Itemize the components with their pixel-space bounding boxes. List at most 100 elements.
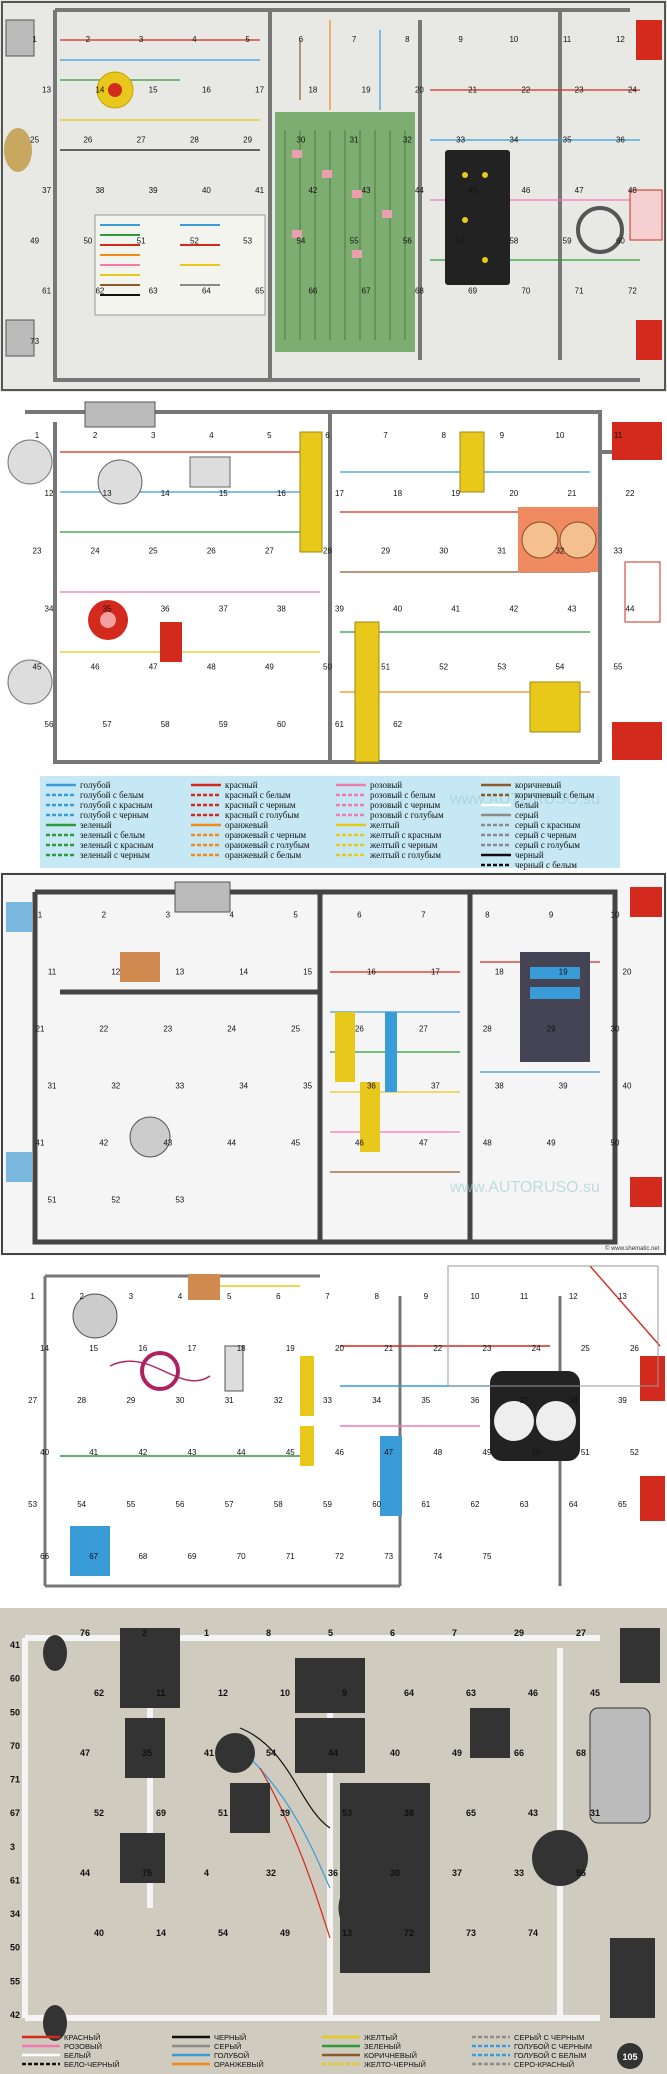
- wires: [60, 1265, 661, 1457]
- headlight-left-upper: [7, 439, 53, 485]
- component-number-label: 51: [581, 1448, 590, 1457]
- component-number-label: 11: [48, 968, 57, 977]
- component-number-label: 40: [40, 1448, 49, 1457]
- component-number-label: 8: [485, 911, 490, 920]
- rear-window-heater: [629, 189, 663, 241]
- component-number-label: 54: [296, 236, 305, 245]
- component-number-label: 33: [175, 1082, 184, 1091]
- component-number-label: 27: [28, 1396, 37, 1405]
- component-number-label: 62: [94, 1688, 104, 1698]
- component-number-label: 12: [111, 968, 120, 977]
- component-number-label: 47: [80, 1748, 90, 1758]
- component-number-label: 20: [623, 968, 632, 977]
- component-number-label: 32: [111, 1082, 120, 1091]
- component-number-label: 66: [308, 287, 317, 296]
- component-number-label: 39: [559, 1082, 568, 1091]
- generator: [129, 1116, 171, 1158]
- front-lamp-lower: [5, 319, 35, 357]
- component-number-label: 26: [355, 1025, 364, 1034]
- component-number-label: 42: [509, 604, 518, 613]
- component-number-label: 18: [495, 968, 504, 977]
- component-number-label: 43: [528, 1808, 538, 1818]
- component-number-label: 41: [10, 1640, 20, 1650]
- component-number-label: 19: [286, 1344, 295, 1353]
- component-number-label: 55: [614, 662, 623, 671]
- component-number-label: 54: [77, 1500, 86, 1509]
- component-number-label: 39: [335, 604, 344, 613]
- tail-lamp-upper: [636, 20, 662, 60]
- component-number-label: 3: [10, 1842, 15, 1852]
- component-number-label: 29: [381, 547, 390, 556]
- component-number-label: 71: [10, 1775, 20, 1785]
- component-number-label: 69: [468, 287, 477, 296]
- legend-label: розовый с черным: [370, 800, 440, 810]
- distributor: [215, 1733, 255, 1773]
- component-number-label: 10: [555, 431, 564, 440]
- component-number-label: 33: [456, 136, 465, 145]
- component-number-label: 45: [33, 662, 42, 671]
- component-number-label: 45: [468, 186, 477, 195]
- generator: [97, 459, 143, 505]
- component-number-label: 52: [439, 662, 448, 671]
- legend-label: оранжевый с белым: [225, 850, 302, 860]
- component-number-label: 6: [299, 35, 304, 44]
- component-number-label: 41: [204, 1748, 214, 1758]
- legend-label: голубой с черным: [80, 810, 149, 820]
- component-number-label: 71: [286, 1552, 295, 1561]
- page-number: 105: [622, 2052, 637, 2062]
- relay-block-circle: [338, 1876, 402, 1940]
- component-number-label: 13: [175, 968, 184, 977]
- component-number-label: 6: [325, 431, 330, 440]
- legend-label: коричневый с белым: [515, 790, 595, 800]
- component-number-label: 31: [350, 136, 359, 145]
- component-number-label: 68: [576, 1748, 586, 1758]
- component-number-label: 32: [555, 547, 564, 556]
- component-number-label: 11: [156, 1688, 166, 1698]
- component-number-label: 49: [265, 662, 274, 671]
- component-number-label: 41: [255, 186, 264, 195]
- component-number-label: 41: [89, 1448, 98, 1457]
- component-number-label: 53: [28, 1500, 37, 1509]
- legend-label: СЕРЫЙ С ЧЕРНЫМ: [514, 2033, 584, 2042]
- component-number-label: 65: [618, 1500, 627, 1509]
- component-number-label: 70: [237, 1552, 246, 1561]
- component-number-label: 53: [342, 1808, 352, 1818]
- legend-label: белый: [515, 800, 539, 810]
- battery: [84, 401, 156, 428]
- component-number-label: 12: [616, 35, 625, 44]
- component-number-label: 44: [80, 1868, 90, 1878]
- component-number-label: 73: [30, 337, 39, 346]
- component-number-label: 36: [328, 1868, 338, 1878]
- component-number-label: 76: [80, 1628, 90, 1638]
- front-lamp-upper: [43, 1635, 67, 1671]
- component-number-label: 41: [451, 604, 460, 613]
- component-number-label: 37: [520, 1396, 529, 1405]
- legend-label: оранжевый с голубым: [225, 840, 310, 850]
- component-number-label: 13: [342, 1928, 352, 1938]
- tail-lamp-lower: [630, 1177, 662, 1207]
- component-number-label: 49: [483, 1448, 492, 1457]
- front-lamp-upper: [6, 902, 32, 932]
- starter: [189, 456, 231, 488]
- component-number-label: 46: [528, 1688, 538, 1698]
- component-number-label: 40: [202, 186, 211, 195]
- component-number-label: 45: [286, 1448, 295, 1457]
- component-number-label: 50: [323, 662, 332, 671]
- component-number-label: 33: [614, 547, 623, 556]
- component-number-label: 3: [151, 431, 156, 440]
- ignition-coil: [224, 1345, 244, 1392]
- tail-lamp-upper: [630, 887, 662, 917]
- legend-label: розовый с белым: [370, 790, 436, 800]
- component-number-label: 22: [433, 1344, 442, 1353]
- fan-motor: [532, 1830, 588, 1886]
- component-number-label: 49: [547, 1139, 556, 1148]
- component-number-label: 53: [243, 236, 252, 245]
- component-number-label: 55: [10, 1976, 20, 1986]
- component-number-label: 45: [291, 1139, 300, 1148]
- component-number-label: 60: [10, 1674, 20, 1684]
- legend-label: серый с красным: [515, 820, 581, 830]
- component-number-label: 26: [207, 547, 216, 556]
